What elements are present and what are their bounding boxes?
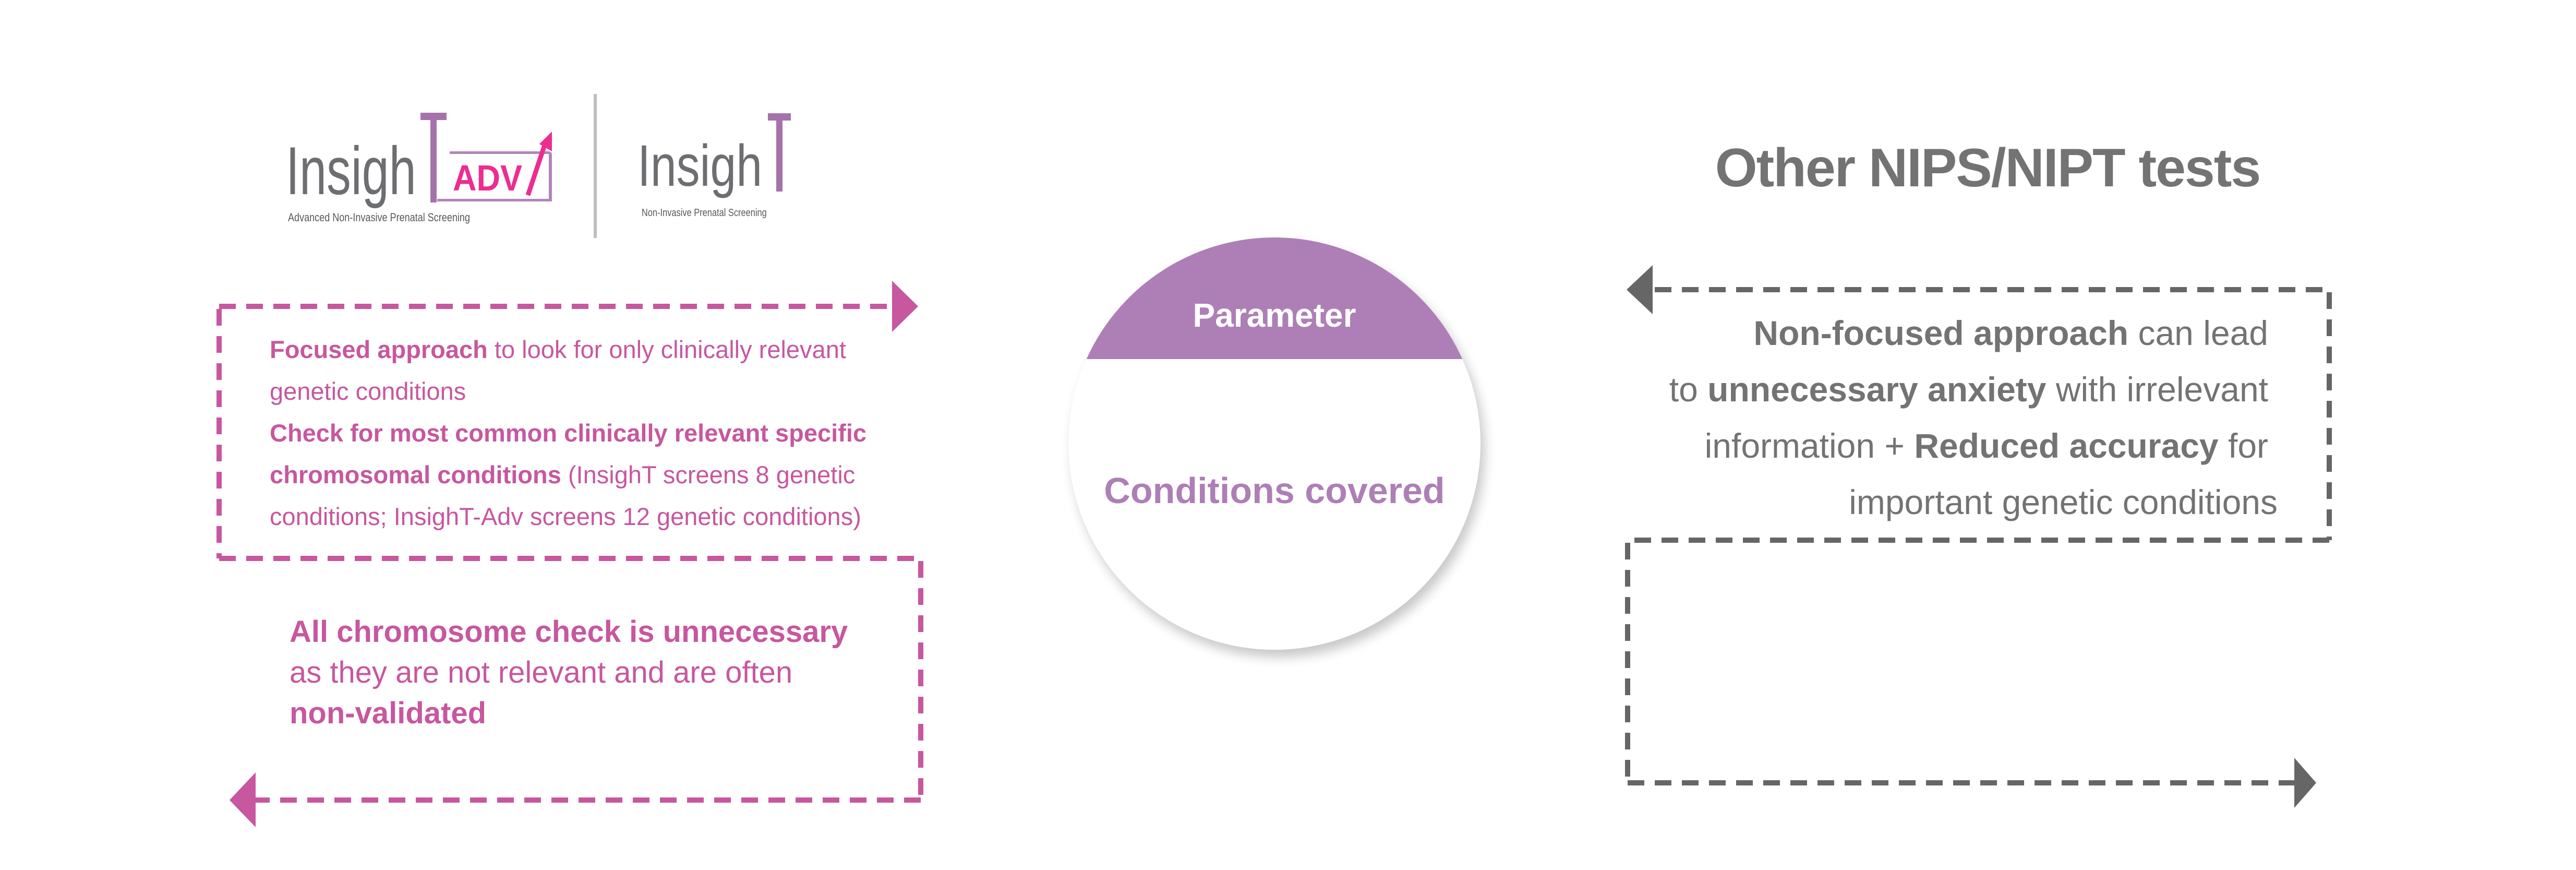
right-line-3: information + Reduced accuracy for (1669, 418, 2268, 474)
insight-logo-t-stem (776, 113, 783, 192)
focused-approach-text: to look for only clinically relevant (487, 336, 846, 363)
right-line-4: important genetic conditions (1849, 483, 2278, 521)
left-point-1-line-1: Focused approach to look for only clinic… (270, 329, 866, 371)
right-point-non-focused: Non-focused approach can lead to unneces… (1669, 305, 2278, 530)
insight-adv-badge: ADV (453, 158, 523, 198)
left-point-1-line-2: genetic conditions (270, 377, 466, 405)
left-point-3-line-3: non-validated (290, 696, 487, 730)
other-tests-title: Other NIPS/NIPT tests (1715, 138, 2261, 198)
growth-arrow-icon (525, 132, 552, 196)
parameter-value: Conditions covered (1104, 470, 1445, 511)
arrow-left-grey-icon (1627, 265, 1653, 314)
insight-adv-badge-frame-bottom (437, 199, 552, 201)
arrow-left-pink-icon (230, 772, 256, 827)
insight-adv-tagline: Advanced Non-Invasive Prenatal Screening (288, 211, 470, 224)
left-point-3-line-2: as they are not relevant and are often (290, 656, 793, 689)
right-line-2-pre: to (1669, 370, 1708, 409)
left-point-2-line-3: conditions; InsighT-Adv screens 12 genet… (270, 503, 861, 530)
left-point-2-line-2: chromosomal conditions (InsighT screens … (270, 454, 866, 496)
left-point-all-chromosome: All chromosome check is unnecessary as t… (290, 612, 848, 734)
focused-approach-label: Focused approach (270, 336, 488, 363)
insight-adv-logo-word: Insigh (286, 133, 416, 209)
reduced-accuracy-label: Reduced accuracy (1914, 426, 2219, 465)
arrow-right-grey-icon (2294, 758, 2316, 808)
left-point-focused: Focused approach to look for only clinic… (270, 329, 866, 538)
check-common-conditions-label: Check for most common clinically relevan… (270, 419, 867, 447)
arrow-right-pink-icon (892, 281, 918, 332)
insight-screens-text: (InsighT screens 8 genetic (561, 461, 856, 488)
insight-adv-badge-frame-top (450, 151, 549, 154)
insight-adv-badge-frame-right (549, 151, 552, 201)
right-line-3-pre: information + (1704, 426, 1915, 465)
insight-adv-logo-t-stem (430, 113, 437, 202)
insight-logo-word: Insigh (637, 133, 763, 198)
parameter-header: Parameter (1193, 296, 1356, 334)
right-line-3-rest: for (2218, 426, 2268, 465)
left-point-3-line-1: All chromosome check is unnecessary (290, 615, 848, 649)
right-line-1: Non-focused approach can lead (1669, 305, 2268, 361)
non-focused-approach-label: Non-focused approach (1753, 314, 2129, 352)
chromosomal-conditions-label: chromosomal conditions (270, 461, 561, 488)
left-point-2-line-1: Check for most common clinically relevan… (270, 412, 866, 454)
parameter-circle: Parameter Conditions covered (1068, 237, 1480, 650)
right-line-2: to unnecessary anxiety with irrelevant (1669, 361, 2268, 418)
logo-divider (594, 94, 597, 238)
right-line-1-rest: can lead (2128, 314, 2268, 352)
insight-tagline: Non-Invasive Prenatal Screening (642, 207, 767, 219)
parameter-header-cap (1068, 237, 1480, 359)
unnecessary-anxiety-label: unnecessary anxiety (1707, 370, 2047, 409)
right-line-2-rest: with irrelevant (2046, 370, 2268, 409)
